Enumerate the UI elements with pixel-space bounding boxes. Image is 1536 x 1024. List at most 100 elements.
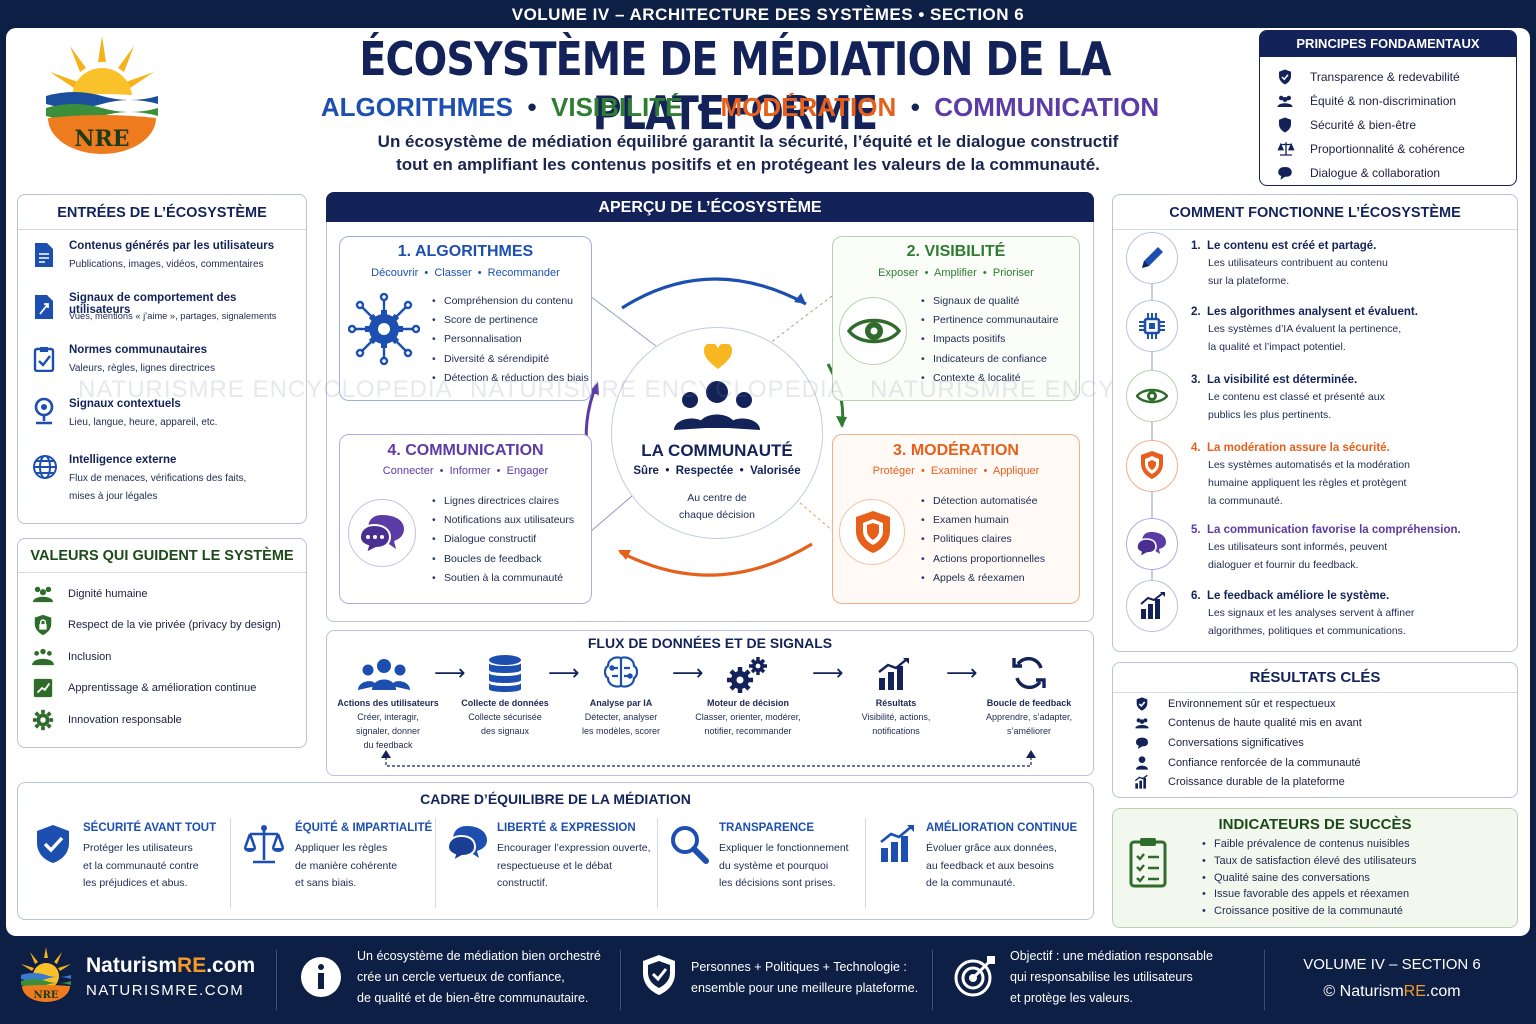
- chart-up-icon: [1134, 774, 1148, 789]
- people-icon: [1277, 95, 1293, 107]
- overview-title: APERÇU DE L’ÉCOSYSTÈME: [326, 192, 1094, 222]
- people-icon: [1135, 718, 1149, 729]
- inputs-card: ENTRÉES DE L’ÉCOSYSTÈME: [17, 194, 307, 524]
- scale-icon: [1277, 142, 1295, 156]
- framework-safety: SÉCURITÉ AVANT TOUT Protéger les utilisa…: [35, 822, 230, 922]
- indicators-list: Faible prévalence de contenus nuisibles …: [1200, 836, 1416, 920]
- indicators-title: INDICATEURS DE SUCCÈS: [1218, 816, 1412, 833]
- heart-icon: [703, 344, 733, 369]
- flow-arrow: ⟶: [812, 660, 844, 685]
- gear-icon: [32, 709, 54, 730]
- flow-step-decision-engine: Moteur de décision Classer, orienter, mo…: [695, 698, 801, 736]
- svg-text:NRE: NRE: [74, 126, 129, 152]
- flow-step-results: Résultats Visibilité, actions, notificat…: [861, 698, 931, 736]
- input-item: Intelligence externe Flux de menaces, vé…: [30, 452, 300, 506]
- watermark-1: NATURISMRE ENCYCLOPEDIA: [78, 376, 453, 403]
- community-note: Au centre de chaque décision: [679, 492, 755, 521]
- framework-columns: SÉCURITÉ AVANT TOUT Protéger les utilisa…: [17, 792, 1094, 920]
- pencil-icon: [1142, 247, 1163, 268]
- nre-footer-logo: NRE: [21, 947, 71, 1002]
- footer-shield-text: Personnes + Politiques + Technologie : e…: [691, 960, 919, 995]
- volume-bar: VOLUME IV – ARCHITECTURE DES SYSTÈMES • …: [511, 5, 1025, 24]
- communication-box: 4. COMMUNICATION Connecter • Informer • …: [339, 434, 592, 604]
- how-step-1: 1. Le contenu est créé et partagé. Les u…: [1191, 240, 1388, 287]
- value-item: Innovation responsable: [32, 704, 302, 736]
- clipboard-check-icon: [1129, 838, 1167, 888]
- subtitle-visibility: VISIBILITÉ: [551, 92, 683, 122]
- flow-arrow: ⟶: [946, 660, 978, 685]
- chat-bubbles-icon: [447, 826, 487, 864]
- footer-brand: NaturismRE.com: [86, 954, 256, 977]
- result-item: Croissance durable de la plateforme: [1134, 772, 1504, 792]
- shield-check-icon: [37, 825, 69, 863]
- how-card: COMMENT FONCTIONNE L’ÉCOSYSTÈME: [1112, 194, 1518, 652]
- community-title: LA COMMUNAUTÉ: [641, 441, 793, 460]
- footer-copyright: © NaturismRE.com: [1323, 983, 1461, 1000]
- flow-arrow: ⟶: [672, 660, 704, 685]
- flow-step-data-collection: Collecte de données Collecte sécurisée d…: [461, 698, 549, 736]
- footer-target-text: Objectif : une médiation responsable qui…: [1010, 949, 1213, 1005]
- principles-card: PRINCIPES FONDAMENTAUX Transparence & re…: [1259, 30, 1517, 186]
- flow-arrow: ⟶: [434, 660, 466, 685]
- footer: NRE NaturismRE.com NATURISMRE.COM Un éco…: [0, 936, 1536, 1024]
- info-icon: [301, 957, 341, 997]
- shield-icon: [1279, 117, 1291, 133]
- scale-icon: [243, 825, 285, 864]
- eye-icon: [1136, 388, 1168, 404]
- person-icon: [1136, 755, 1148, 770]
- target-icon: [954, 956, 995, 997]
- magnifier-icon: [671, 826, 709, 864]
- chat-icon: [1278, 167, 1292, 180]
- flow-step-user-actions: Actions des utilisateurs Créer, interagi…: [337, 698, 439, 750]
- chip-icon: [1139, 313, 1165, 339]
- how-title: COMMENT FONCTIONNE L’ÉCOSYSTÈME: [1169, 205, 1461, 221]
- principles-title: PRINCIPES FONDAMENTAUX: [1260, 31, 1516, 57]
- flow-step-ai-analysis: Analyse par IA Détecter, analyser les mo…: [581, 698, 661, 736]
- subtitle-moderation: MODÉRATION: [720, 92, 897, 122]
- principle-item: Sécurité & bien-être: [1276, 113, 1506, 137]
- framework-title: CADRE D’ÉQUILIBRE DE LA MÉDIATION: [420, 791, 691, 807]
- subtitle: ALGORITHMES • VISIBILITÉ • MODÉRATION • …: [320, 92, 1160, 122]
- framework-freedom: LIBERTÉ & EXPRESSION Encourager l’expres…: [447, 822, 657, 922]
- values-title: VALEURS QUI GUIDENT LE SYSTÈME: [30, 548, 294, 564]
- footer-volume: VOLUME IV – SECTION 6: [1303, 956, 1481, 973]
- moderation-box: 3. MODÉRATION Protéger • Examiner • Appl…: [832, 434, 1080, 604]
- chart-up-icon: [880, 825, 914, 862]
- flow-step-feedback-loop: Boucle de feedback Apprendre, s’adapter,…: [985, 698, 1073, 736]
- input-item: Signaux contextuels Lieu, langue, heure,…: [30, 396, 300, 436]
- chart-up-icon: [1140, 592, 1165, 619]
- community-icon: [674, 381, 760, 430]
- chart-icon: [878, 658, 909, 690]
- intro-line-1: Un écosystème de médiation équilibré gar…: [377, 132, 1119, 151]
- visibility-box: 2. VISIBILITÉ Exposer • Amplifier • Prio…: [832, 236, 1080, 401]
- framework-transparency: TRANSPARENCE Expliquer le fonctionnement…: [669, 822, 865, 922]
- how-step-6: 6. Le feedback améliore le système. Les …: [1191, 590, 1415, 637]
- lock-icon: [34, 615, 52, 636]
- community-subtitle: Sûre • Respectée • Valorisée: [633, 465, 801, 477]
- framework-fairness: ÉQUITÉ & IMPARTIALITÉ Appliquer les règl…: [243, 822, 435, 922]
- principle-item: Transparence & redevabilité: [1276, 65, 1506, 89]
- brain-icon: [603, 656, 639, 688]
- values-card: VALEURS QUI GUIDENT LE SYSTÈME: [17, 538, 307, 748]
- value-item: Apprentissage & amélioration continue: [32, 673, 302, 705]
- how-step-3: 3. La visibilité est déterminée. Le cont…: [1191, 374, 1385, 421]
- subtitle-algorithms: ALGORITHMES: [320, 92, 513, 122]
- svg-text:NRE: NRE: [33, 990, 58, 1001]
- visibility-list: Signaux de qualité Pertinence communauta…: [919, 292, 1058, 388]
- users-icon: [358, 659, 410, 690]
- chat-icon: [1136, 737, 1148, 749]
- intro-line-2: tout en amplifiant les contenus positifs…: [396, 155, 1100, 174]
- value-item: Respect de la vie privée (privacy by des…: [32, 610, 302, 642]
- algorithms-box: 1. ALGORITHMES Découvrir • Classer • Rec…: [339, 236, 592, 401]
- shield-check-icon: [1279, 69, 1291, 85]
- database-icon: [489, 655, 521, 692]
- shield-check-icon: [643, 955, 675, 995]
- results-list: Environnement sûr et respectueux Contenu…: [1134, 694, 1504, 792]
- arrow-moderation-to-communication: [619, 542, 813, 577]
- growth-icon: [33, 679, 53, 698]
- framework-card: CADRE D’ÉQUILIBRE DE LA MÉDIATION: [17, 782, 1094, 920]
- how-step-4: 4. La modération assure la sécurité. Les…: [1191, 442, 1410, 507]
- principle-item: Dialogue & collaboration: [1276, 161, 1506, 185]
- principle-item: Équité & non-discrimination: [1276, 89, 1506, 113]
- result-item: Confiance renforcée de la communauté: [1134, 753, 1504, 773]
